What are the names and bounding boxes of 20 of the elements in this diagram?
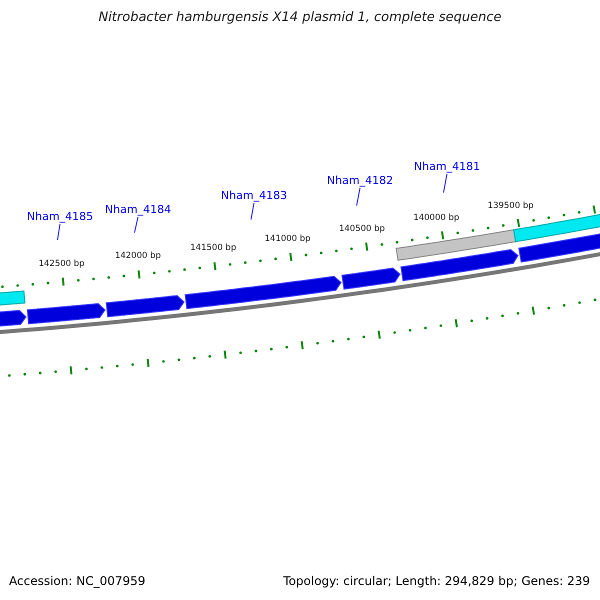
leader-line (250, 202, 254, 220)
scale-label: 139500 bp (488, 200, 534, 211)
scale-label: 141500 bp (190, 243, 236, 254)
leader-line (356, 188, 360, 206)
leader-line (442, 174, 448, 194)
leader-line (57, 224, 60, 240)
scale-label: 140500 bp (338, 224, 385, 234)
gene-label: Nham_4185 (26, 210, 94, 223)
gene-label: Nham_4183 (220, 189, 288, 202)
gene-label: Nham_4181 (414, 160, 480, 173)
map-title: Nitrobacter hamburgensis X14 plasmid 1, complete sequence (97, 10, 503, 25)
gene-label: Nham_4182 (326, 174, 394, 187)
scale-label: 140000 bp (413, 213, 460, 224)
leader-line (134, 216, 138, 234)
summary-note: Topology: circular; Length: 294,829 bp; Genes: 239 (283, 574, 590, 588)
scale-label: 141000 bp (264, 234, 311, 244)
gene-label: Nham_4184 (104, 203, 172, 216)
scale-label: 142000 bp (114, 251, 161, 262)
scale-label: 142500 bp (38, 258, 85, 269)
accession-note: Accession: NC_007959 (9, 574, 146, 588)
